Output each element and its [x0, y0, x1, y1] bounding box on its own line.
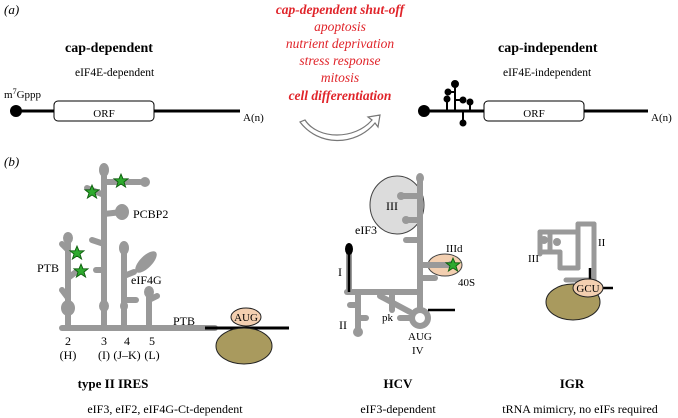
hcv-domain-i-tip: [345, 243, 353, 255]
hcv-title: HCV: [384, 376, 414, 391]
condition-item: cap-dependent shut-off: [276, 2, 406, 17]
polya-left: A(n): [243, 112, 264, 124]
condition-item: nutrient deprivation: [286, 36, 395, 51]
igr-title: IGR: [560, 376, 585, 391]
condition-item: mitosis: [321, 70, 359, 85]
ptb-left-label: PTB: [37, 261, 59, 275]
type2-ires-loops: [61, 163, 157, 316]
ires-structure-icon: [443, 80, 474, 127]
hcv-ii-label: II: [339, 318, 347, 332]
domain-number: 3: [101, 334, 107, 348]
domain-number: 2: [65, 334, 71, 348]
condition-item: apoptosis: [314, 19, 366, 34]
hcv-iv-label: IV: [412, 345, 424, 357]
hcv-40s-label: 40S: [458, 277, 475, 289]
polya-right: A(n): [651, 112, 672, 124]
hcv-structure: [344, 177, 452, 333]
orf-box-left: [53, 100, 155, 122]
domain-sub: (I): [98, 348, 110, 362]
igr-iii-label: III: [528, 253, 539, 265]
star-icon: [69, 245, 85, 260]
aug-oval: [230, 307, 262, 327]
cap-dependent-subtitle: eIF4E-dependent: [75, 67, 155, 79]
type2-requirement: eIF3, eIF2, eIF4G-Ct-dependent: [87, 402, 243, 416]
igr-ii-label: II: [598, 237, 606, 249]
hcv-pk-label: pk: [382, 312, 394, 324]
igr-loops: [540, 236, 561, 246]
cap-independent-subtitle: eIF4E-independent: [503, 67, 592, 79]
domain-number: 4: [124, 334, 130, 348]
aug-label: AUG: [234, 312, 258, 324]
condition-item: stress response: [299, 53, 380, 68]
panel-b-label: (b): [4, 154, 19, 169]
domain-sub: (L): [144, 348, 159, 362]
hcv-requirement: eIF3-dependent: [360, 402, 436, 416]
domain-number: 5: [149, 334, 155, 348]
orf-box-right: [483, 100, 585, 122]
hcv-iii-label: III: [386, 199, 398, 213]
orf-label-right: ORF: [523, 108, 544, 120]
hcv-eif3-label: eIF3: [355, 223, 377, 237]
hcv-aug-label: AUG: [408, 331, 432, 343]
pcbp2-label: PCBP2: [133, 207, 168, 221]
igr-gcu-label: GCU: [576, 283, 599, 295]
domain-sub: (H): [60, 348, 77, 362]
eif4g-label: eIF4G: [131, 273, 162, 287]
curved-arrow-icon: [299, 114, 381, 142]
condition-item: cell differentiation: [289, 88, 392, 103]
hcv-i-label: I: [338, 265, 342, 279]
type2-ires-structure: [59, 169, 218, 331]
igr-requirement: tRNA mimicry, no eIFs required: [502, 402, 658, 416]
orf-label-left: ORF: [93, 108, 114, 120]
cap-dependent-title: cap-dependent: [65, 41, 153, 56]
ptb-right-label: PTB: [173, 314, 195, 328]
igr-structure: [537, 221, 597, 283]
panel-a-label: (a): [4, 2, 19, 17]
star-icon: [113, 173, 129, 188]
hcv-iiid-label: IIId: [446, 243, 463, 255]
type2-title: type II IRES: [78, 376, 149, 391]
domain-sub: (J–K): [113, 348, 140, 362]
cap-independent-title: cap-independent: [498, 41, 598, 56]
ribosome-40s-icon: [215, 327, 273, 365]
gcu-oval: [572, 278, 604, 298]
cap-label: m7Gppp: [4, 87, 42, 101]
